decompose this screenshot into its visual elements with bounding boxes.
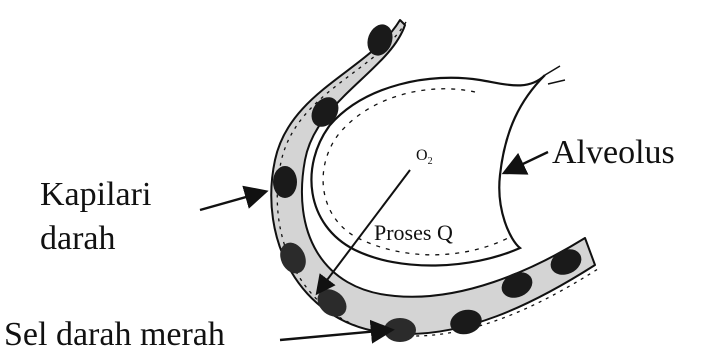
alveolus-wall-end: [545, 66, 565, 84]
capillary-label-line2: darah: [40, 222, 116, 256]
oxygen-label: O2: [416, 148, 433, 167]
capillary-label-line1: Kapilari: [40, 178, 151, 212]
red-blood-cell: [273, 166, 297, 198]
arrow-icon: [506, 152, 548, 172]
red-blood-cell-label: Sel darah merah: [4, 318, 225, 352]
process-label: Proses Q: [374, 222, 453, 244]
arrow-icon: [200, 192, 264, 210]
arrow-icon: [280, 330, 390, 340]
oxygen-subscript: 2: [428, 156, 433, 167]
capillary-wall: [271, 20, 595, 334]
oxygen-symbol: O: [416, 147, 428, 164]
alveolus-label: Alveolus: [552, 136, 675, 170]
